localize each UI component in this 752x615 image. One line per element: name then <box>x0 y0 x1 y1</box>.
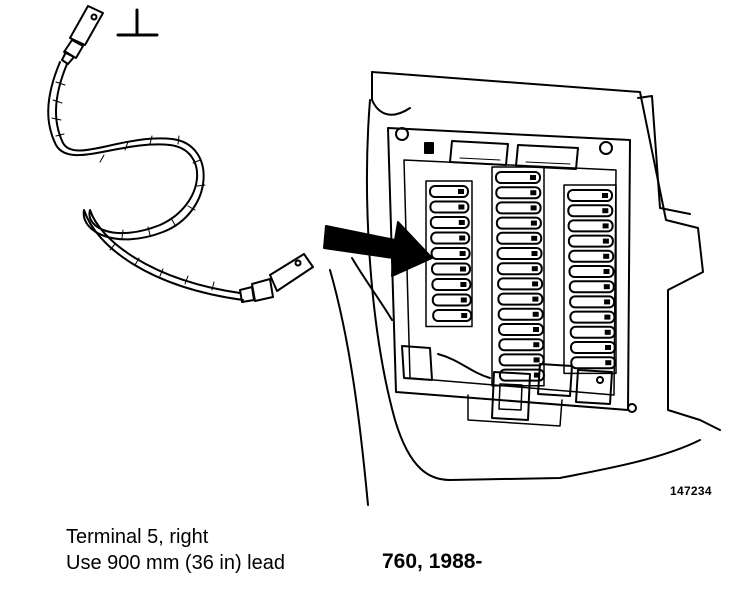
fuse-contact <box>530 220 537 226</box>
fuse <box>567 204 614 218</box>
fuse-contact <box>459 235 466 241</box>
fuse <box>567 219 614 233</box>
fuse <box>498 338 545 352</box>
fuse-contact <box>533 357 540 363</box>
fuse-contact <box>460 266 466 272</box>
fuse <box>498 353 545 367</box>
fuse-contact <box>533 342 540 348</box>
fuse <box>495 216 542 230</box>
fuse-contact <box>531 235 538 241</box>
fuse-contact <box>602 208 609 214</box>
fuse <box>569 325 616 339</box>
fuse-contact <box>530 205 537 211</box>
fuse <box>429 200 470 214</box>
model-year-label: 760, 1988- <box>382 550 483 573</box>
fuse <box>496 262 543 276</box>
pointer-arrow-icon <box>323 221 433 277</box>
fuse-contact <box>603 284 610 290</box>
lower-spade-terminal <box>239 253 314 303</box>
fuse <box>495 171 541 184</box>
caption-terminal: Terminal 5, right <box>66 526 209 548</box>
fuse-contact <box>458 204 465 210</box>
fuse-column-middle <box>491 166 545 387</box>
fuse-contact <box>602 223 609 229</box>
fuse <box>569 310 616 324</box>
fuse <box>568 249 615 263</box>
fuse-contact <box>531 266 538 272</box>
fuse <box>497 277 544 291</box>
fuse-contact <box>461 313 468 318</box>
fuse-column-frame <box>491 166 545 387</box>
fuse <box>431 293 472 307</box>
upper-spade-terminal <box>61 5 104 65</box>
fuse <box>569 295 616 309</box>
fuse-contact <box>531 251 538 256</box>
fuse-contact <box>602 193 608 198</box>
fuse-column-right <box>563 184 617 375</box>
fuse-contact <box>532 281 539 287</box>
fuse-contact <box>532 296 539 302</box>
fuse <box>567 234 614 248</box>
fuse-contact <box>533 327 539 332</box>
fuse-column-left <box>425 180 473 328</box>
fuse-contact <box>605 360 612 366</box>
fuse <box>432 309 473 322</box>
fuse-contact <box>533 372 540 378</box>
fuse <box>497 292 544 306</box>
fuse <box>429 216 470 229</box>
fuse <box>429 185 469 198</box>
fuse <box>495 186 542 200</box>
fuse-contact <box>459 251 466 256</box>
fuse-contact <box>605 345 611 350</box>
fuse <box>570 356 617 370</box>
fuse-column-frame <box>563 184 617 375</box>
fuse-contact <box>458 189 464 194</box>
fuse-box-frame <box>387 127 637 413</box>
fuse-contact <box>603 253 610 259</box>
fuse <box>497 307 544 321</box>
fuse <box>498 368 545 382</box>
fuse <box>431 278 472 291</box>
fuse <box>430 231 471 245</box>
fuse-contact <box>604 299 611 305</box>
fuse-contact <box>532 311 539 317</box>
fuse-contact <box>460 282 467 287</box>
fuse-contact <box>604 314 611 320</box>
fuse <box>570 341 616 354</box>
fuse-contact <box>603 269 610 274</box>
fuse <box>430 247 471 260</box>
fuse <box>431 262 471 276</box>
fuse-contact <box>604 329 611 335</box>
fuse-contact <box>530 190 537 196</box>
fuse-contact <box>602 238 609 244</box>
fuse-contact <box>458 220 465 225</box>
fuse <box>567 189 613 202</box>
lead-wire <box>47 61 244 301</box>
fuse <box>498 323 544 336</box>
fuse-contact <box>460 297 467 303</box>
fuse <box>568 265 615 278</box>
fuse-contact <box>530 175 536 180</box>
fuse <box>495 201 542 215</box>
caption-lead-length: Use 900 mm (36 in) lead <box>66 552 285 574</box>
ground-symbol-icon <box>116 8 159 37</box>
dashboard-panel <box>329 71 721 506</box>
fuse <box>496 231 543 245</box>
fuse <box>568 280 615 294</box>
fuse-columns <box>425 166 617 387</box>
bottom-connectors <box>401 345 613 427</box>
figure-number: 147234 <box>670 484 712 498</box>
fuse <box>496 247 543 260</box>
